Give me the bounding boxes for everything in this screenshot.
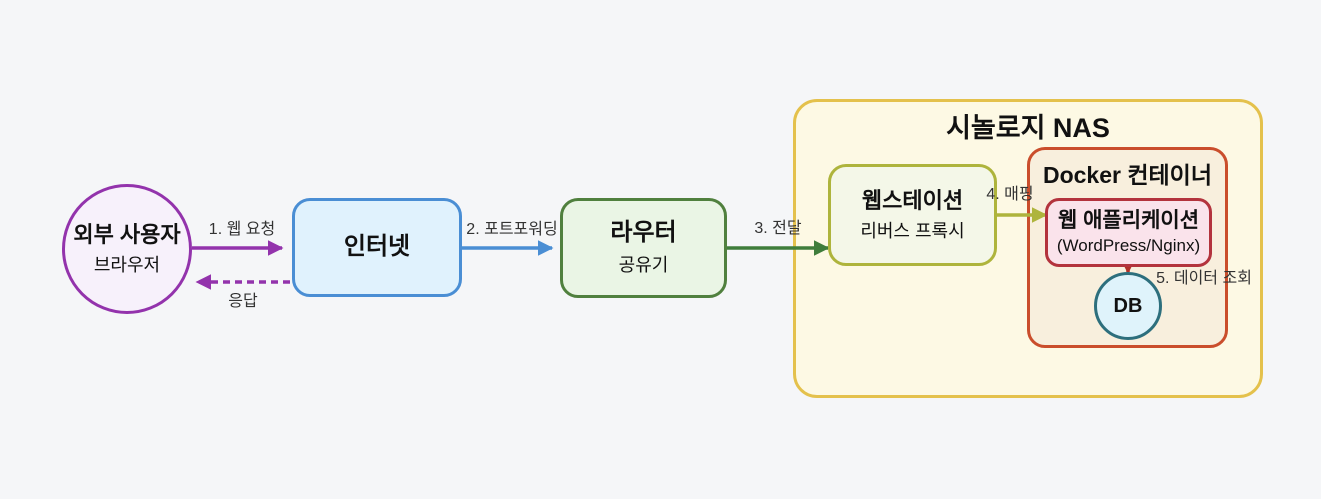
db-title: DB xyxy=(1113,295,1143,317)
db-node: DB xyxy=(1094,272,1162,340)
data-query-label: 5. 데이터 조회 xyxy=(1156,270,1252,287)
external-user-subtitle: 브라우저 xyxy=(93,254,161,275)
internet-node: 인터넷 xyxy=(292,198,462,297)
webapp-subtitle: (WordPress/Nginx) xyxy=(1056,236,1201,256)
forward-label: 3. 전달 xyxy=(754,220,802,237)
router-title: 라우터 xyxy=(610,219,677,247)
port-forwarding-label: 2. 포트포워딩 xyxy=(466,221,558,238)
router-node: 라우터 공유기 xyxy=(560,198,727,298)
webapp-node: 웹 애플리케이션 (WordPress/Nginx) xyxy=(1045,198,1212,267)
mapping-label: 4. 매핑 xyxy=(986,186,1034,203)
response-label: 응답 xyxy=(228,293,258,310)
external-user-title: 외부 사용자 xyxy=(73,221,181,247)
nas-title: 시놀로지 NAS xyxy=(946,113,1110,143)
webstation-node: 웹스테이션 리버스 프록시 xyxy=(828,164,997,266)
webstation-subtitle: 리버스 프록시 xyxy=(860,220,965,241)
router-subtitle: 공유기 xyxy=(618,255,669,276)
webapp-title: 웹 애플리케이션 xyxy=(1057,209,1200,233)
web-request-label: 1. 웹 요청 xyxy=(208,221,276,238)
docker-title: Docker 컨테이너 xyxy=(1042,162,1212,188)
external-user-node: 외부 사용자 브라우저 xyxy=(62,184,192,314)
webstation-title: 웹스테이션 xyxy=(861,187,964,213)
internet-title: 인터넷 xyxy=(343,233,411,261)
